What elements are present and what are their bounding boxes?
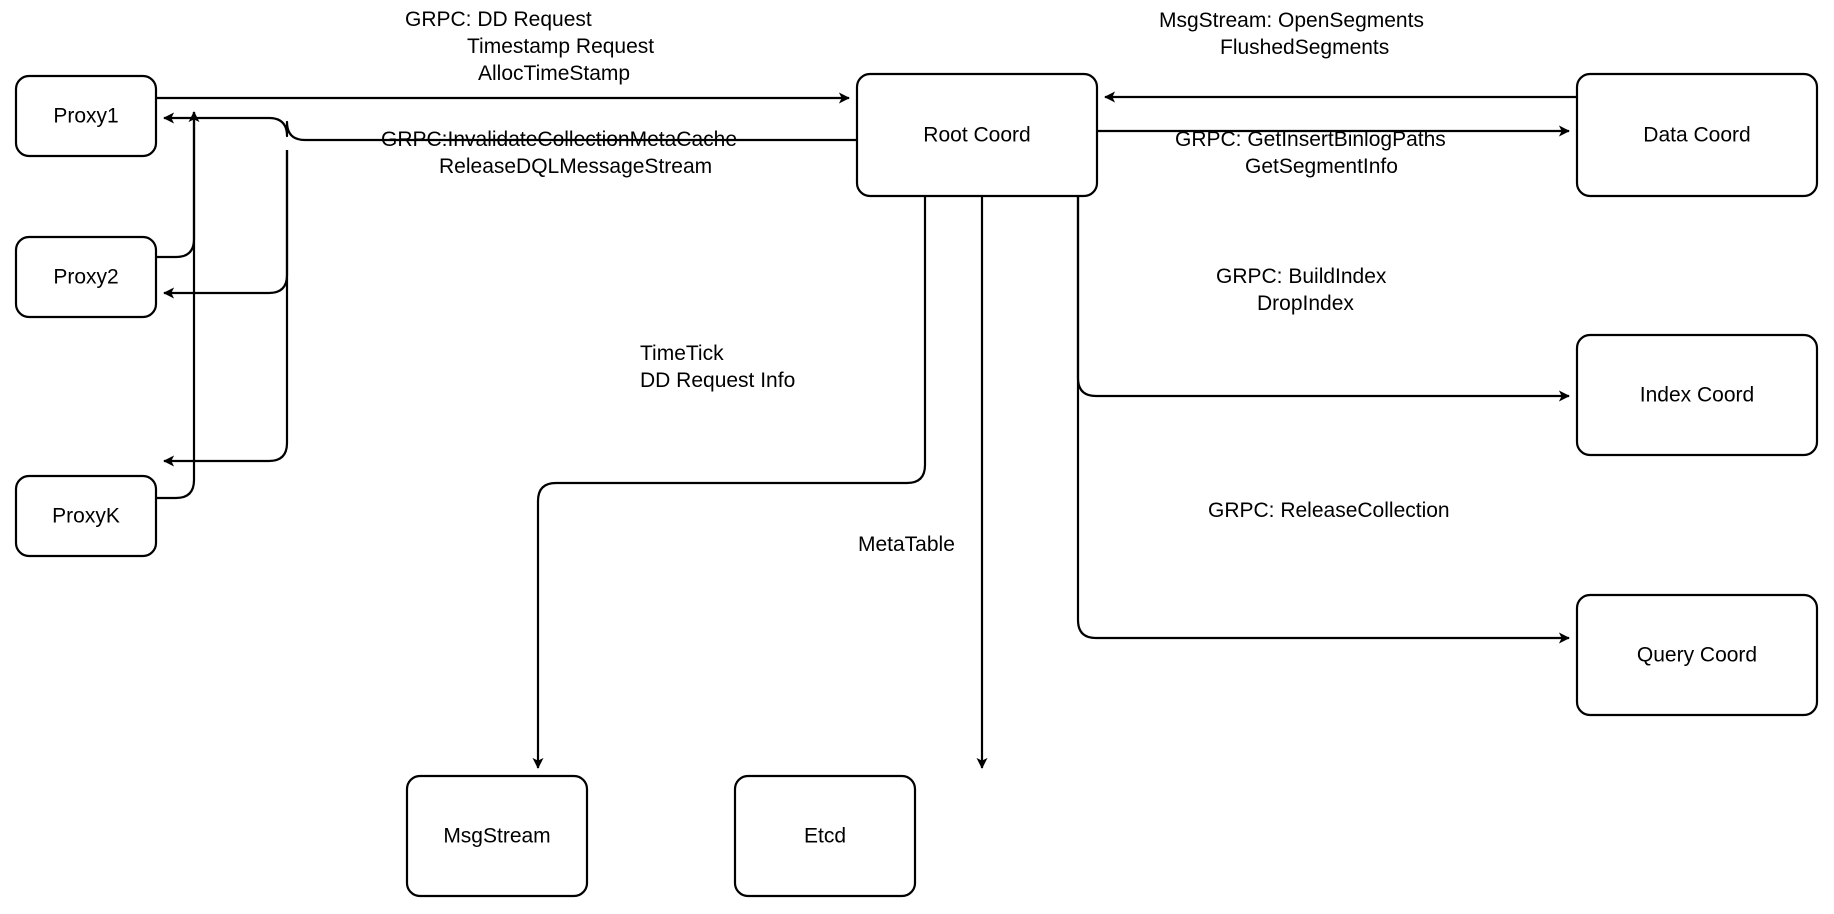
edge-label-line: DropIndex bbox=[1257, 292, 1354, 315]
edge-rootcoord-to-msgstream bbox=[532, 196, 927, 769]
edge-label-line: AllocTimeStamp bbox=[478, 62, 630, 85]
node-msgstream[interactable]: MsgStream bbox=[405, 774, 589, 898]
edge-label-line: GRPC:InvalidateCollectionMetaCache bbox=[381, 128, 737, 151]
node-querycoord[interactable]: Query Coord bbox=[1575, 593, 1819, 717]
node-box-proxy1 bbox=[14, 74, 158, 158]
node-proxy1[interactable]: Proxy1 bbox=[14, 74, 158, 158]
node-label-proxy1: Proxy1 bbox=[53, 105, 118, 128]
edge-rootcoord-to-proxy1 bbox=[163, 112, 857, 142]
edges-layer bbox=[156, 91, 1577, 769]
node-etcd[interactable]: Etcd bbox=[733, 774, 917, 898]
node-box-proxyk bbox=[14, 474, 158, 558]
edge-label-line: GRPC: BuildIndex bbox=[1216, 265, 1387, 288]
edge-label-line: MetaTable bbox=[858, 533, 955, 556]
edge-label-line: FlushedSegments bbox=[1220, 36, 1389, 59]
node-label-msgstream: MsgStream bbox=[443, 825, 550, 848]
node-label-datacoord: Data Coord bbox=[1643, 124, 1750, 147]
edge-proxyk-to-rootcoord bbox=[156, 112, 196, 500]
node-datacoord[interactable]: Data Coord bbox=[1575, 72, 1819, 198]
edge-rootcoord-to-querycoord bbox=[1076, 196, 1570, 644]
edge-label-line: TimeTick bbox=[640, 342, 724, 365]
node-indexcoord[interactable]: Index Coord bbox=[1575, 333, 1819, 457]
edge-label-root-to-msgstream: TimeTick DD Request Info bbox=[640, 342, 795, 392]
edge-rootcoord-to-proxyk bbox=[163, 150, 289, 467]
node-box-querycoord bbox=[1575, 593, 1819, 717]
node-proxyk[interactable]: ProxyK bbox=[14, 474, 158, 558]
edge-rootcoord-to-proxy2 bbox=[163, 150, 289, 299]
node-box-rootcoord bbox=[855, 72, 1099, 198]
node-label-rootcoord: Root Coord bbox=[923, 124, 1030, 147]
node-proxy2[interactable]: Proxy2 bbox=[14, 235, 158, 319]
node-label-querycoord: Query Coord bbox=[1637, 644, 1757, 667]
edge-label-root-to-etcd: MetaTable bbox=[858, 533, 955, 556]
edge-proxy2-to-rootcoord bbox=[156, 111, 200, 259]
node-box-datacoord bbox=[1575, 72, 1819, 198]
node-box-msgstream bbox=[405, 774, 589, 898]
node-label-etcd: Etcd bbox=[804, 825, 846, 848]
edge-label-line: GRPC: ReleaseCollection bbox=[1208, 499, 1450, 522]
edge-label-root-to-querycoord: GRPC: ReleaseCollection bbox=[1208, 499, 1450, 522]
edge-label-line: GRPC: GetInsertBinlogPaths bbox=[1175, 128, 1446, 151]
node-box-etcd bbox=[733, 774, 917, 898]
edge-label-root-to-proxy: GRPC:InvalidateCollectionMetaCacheReleas… bbox=[381, 128, 737, 178]
edge-label-line: GetSegmentInfo bbox=[1245, 155, 1398, 178]
node-label-proxyk: ProxyK bbox=[52, 505, 120, 528]
edge-label-line: GRPC: DD Request bbox=[405, 8, 592, 31]
node-rootcoord[interactable]: Root Coord bbox=[855, 72, 1099, 198]
node-label-indexcoord: Index Coord bbox=[1640, 384, 1754, 407]
edge-label-line: Timestamp Request bbox=[467, 35, 654, 58]
node-box-indexcoord bbox=[1575, 333, 1819, 457]
node-label-proxy2: Proxy2 bbox=[53, 266, 118, 289]
edge-label-line: DD Request Info bbox=[640, 369, 795, 392]
node-box-proxy2 bbox=[14, 235, 158, 319]
edge-label-line: ReleaseDQLMessageStream bbox=[439, 155, 712, 178]
edge-label-line: MsgStream: OpenSegments bbox=[1159, 9, 1424, 32]
